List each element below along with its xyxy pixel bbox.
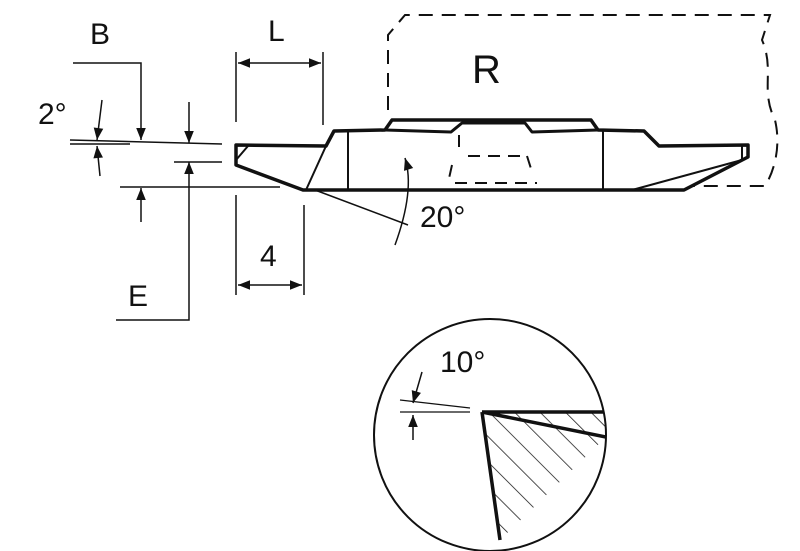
label-dim-4: 4 bbox=[260, 240, 277, 273]
label-l: L bbox=[268, 15, 285, 48]
label-angle-10: 10° bbox=[440, 346, 486, 379]
blade bbox=[234, 118, 750, 192]
blade-inner-lines bbox=[235, 131, 743, 191]
label-b: B bbox=[90, 18, 111, 51]
label-e: E bbox=[128, 280, 149, 313]
dimension-lines bbox=[69, 52, 414, 321]
label-r: R bbox=[472, 48, 501, 92]
detail-circle bbox=[399, 371, 606, 541]
label-angle-2: 2° bbox=[38, 98, 67, 131]
holder-outline-dashed bbox=[387, 14, 779, 187]
label-angle-20: 20° bbox=[420, 201, 466, 234]
